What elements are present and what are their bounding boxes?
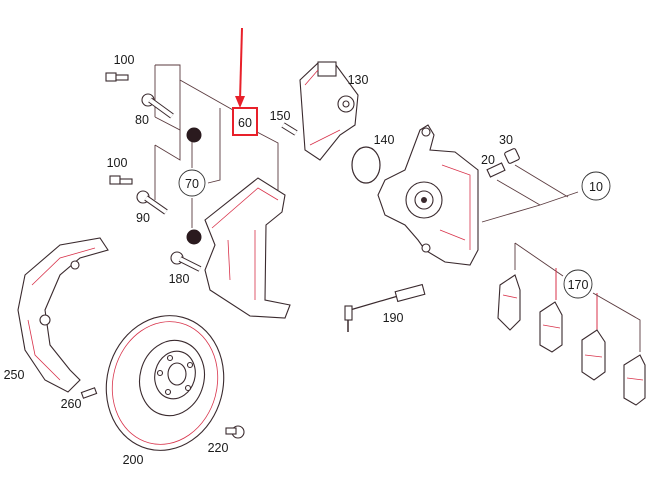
bolt-100-mid[interactable] xyxy=(109,175,133,185)
part-label-200[interactable]: 200 xyxy=(123,453,144,467)
part-label-220[interactable]: 220 xyxy=(208,441,229,455)
part-label-10[interactable]: 10 xyxy=(589,180,603,194)
part-label-150[interactable]: 150 xyxy=(270,109,291,123)
leader-lines xyxy=(154,64,641,352)
part-label-80[interactable]: 80 xyxy=(135,113,149,127)
bolt-180[interactable] xyxy=(170,251,202,272)
part-60-highlight-box[interactable] xyxy=(232,107,258,136)
callout-circle-170[interactable] xyxy=(563,269,593,299)
screw-260[interactable] xyxy=(80,387,98,399)
callout-circle-70[interactable] xyxy=(178,169,206,197)
bleed-screw-20[interactable] xyxy=(486,162,506,178)
part-label-140[interactable]: 140 xyxy=(374,133,395,147)
part-label-70[interactable]: 70 xyxy=(185,177,199,191)
part-label-100-top[interactable]: 100 xyxy=(114,53,135,67)
dust-cap-30[interactable] xyxy=(504,148,520,164)
bushing-70-top[interactable] xyxy=(186,127,202,143)
bolt-150[interactable] xyxy=(281,122,298,136)
callout-circle-10[interactable] xyxy=(581,171,611,201)
parking-brake-motor[interactable] xyxy=(299,61,359,161)
part-label-130[interactable]: 130 xyxy=(348,73,369,87)
brake-caliper[interactable] xyxy=(377,124,479,266)
part-label-180[interactable]: 180 xyxy=(169,272,190,286)
part-label-260[interactable]: 260 xyxy=(61,397,82,411)
part-label-60[interactable]: 60 xyxy=(238,116,252,130)
screw-220[interactable] xyxy=(225,425,245,439)
wear-sensor[interactable] xyxy=(344,283,426,332)
part-label-30[interactable]: 30 xyxy=(499,133,513,147)
bolt-80[interactable] xyxy=(141,93,174,119)
brake-disc[interactable] xyxy=(91,302,238,463)
brake-pad-2[interactable] xyxy=(539,301,563,353)
part-label-170[interactable]: 170 xyxy=(568,278,589,292)
brake-pad-3[interactable] xyxy=(581,329,606,381)
brake-pad-1[interactable] xyxy=(497,274,521,331)
part-label-90[interactable]: 90 xyxy=(136,211,150,225)
brake-pad-4[interactable] xyxy=(623,354,646,406)
part-labels: 100 80 150 130 140 30 20 100 90 180 190 … xyxy=(4,53,513,467)
part-label-190[interactable]: 190 xyxy=(383,311,404,325)
brake-dust-shield[interactable] xyxy=(17,237,109,393)
part-label-20[interactable]: 20 xyxy=(481,153,495,167)
bolt-90[interactable] xyxy=(136,190,168,215)
part-label-250[interactable]: 250 xyxy=(4,368,25,382)
part-label-100-mid[interactable]: 100 xyxy=(107,156,128,170)
bushing-70-bottom[interactable] xyxy=(186,229,202,245)
caliper-carrier[interactable] xyxy=(204,177,291,319)
highlight-arrow xyxy=(235,27,245,108)
bolt-100-top[interactable] xyxy=(105,72,129,82)
o-ring-140[interactable] xyxy=(351,146,381,184)
